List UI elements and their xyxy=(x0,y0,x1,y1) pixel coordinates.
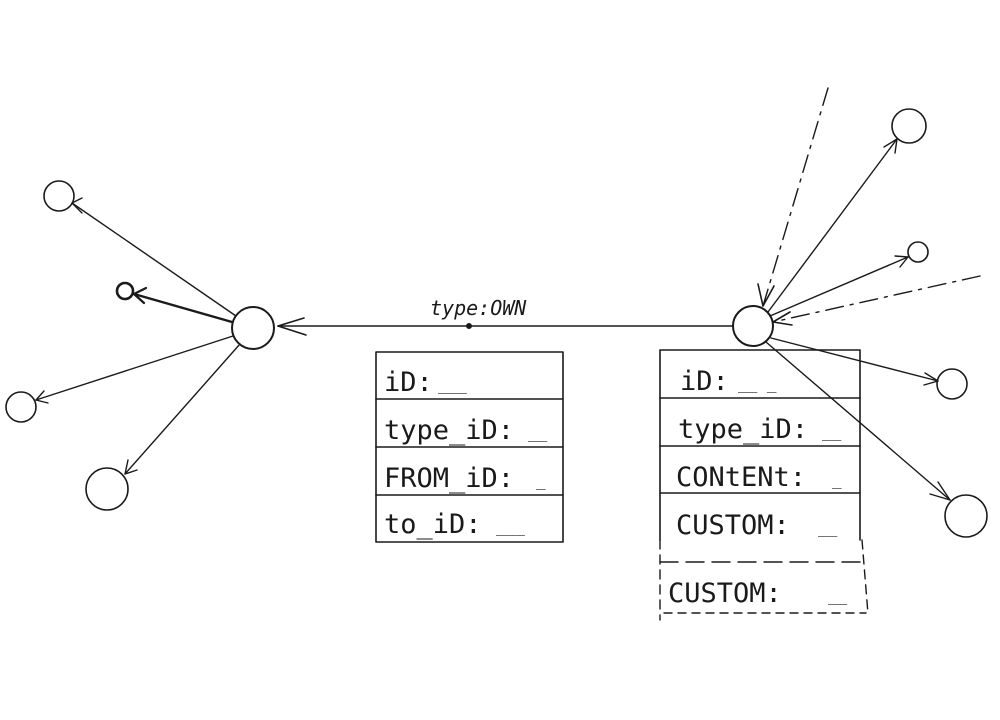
left-edge-to-bottom-arrowhead xyxy=(124,459,138,475)
left-edge-to-top xyxy=(71,202,237,317)
left-hub-node xyxy=(231,306,275,350)
link-table-row-placeholder: ___ xyxy=(496,517,525,536)
right-satellite-node-top xyxy=(891,108,927,144)
right-hub-node xyxy=(732,305,774,347)
link-table-row-key: iD: xyxy=(384,367,433,398)
link-table-row-placeholder: _ xyxy=(536,471,546,490)
left-satellite-node-top xyxy=(43,180,75,212)
right-incoming-dashed-edge-right xyxy=(772,275,981,323)
node-table-row-key: CUSTOM: xyxy=(676,510,790,541)
node-properties-table: iD: __ _ type_iD: __ CONtENt: _ CUSTOM: … xyxy=(659,349,869,621)
right-incoming-dashed-edge-top xyxy=(762,87,829,307)
node-table-row-placeholder: _ xyxy=(832,470,842,489)
left-edge-to-left xyxy=(35,335,234,401)
left-edge-to-left-arrowhead xyxy=(35,390,49,404)
left-edge-to-upper-arrowhead xyxy=(132,286,148,305)
right-edge-to-small xyxy=(769,256,909,317)
node-table-row-placeholder: __ xyxy=(822,422,842,441)
node-table-frame xyxy=(659,349,861,541)
link-table-row-key: FROM_iD: xyxy=(384,463,514,494)
own-edge-label: type:OWN xyxy=(430,296,527,320)
node-table-dashed-extension xyxy=(659,539,869,621)
link-properties-table: iD: ___ type_iD: __ FROM_iD: _ to_iD: __… xyxy=(375,351,564,543)
own-edge-arrowhead xyxy=(277,317,307,336)
node-table-extra-row-key: CUSTOM: xyxy=(668,578,782,609)
node-table-row-key: CONtENt: xyxy=(676,462,806,493)
right-edge-to-middle xyxy=(770,337,939,382)
right-incoming-dashed-edge-right-arrowhead xyxy=(772,311,793,326)
left-edge-to-upper xyxy=(132,292,234,324)
link-table-row-placeholder: __ xyxy=(528,423,548,442)
left-satellite-node-left xyxy=(5,391,37,423)
node-table-extra-row-placeholder: __ xyxy=(828,586,848,605)
node-table-row-key: type_iD: xyxy=(678,414,808,445)
left-edge-to-top-arrowhead xyxy=(71,197,83,214)
node-table-row-key: iD: xyxy=(680,366,729,397)
right-satellite-node-middle xyxy=(936,368,968,400)
left-satellite-node-bottom xyxy=(85,467,129,511)
right-edge-to-top xyxy=(767,138,898,313)
right-edge-to-small-arrowhead xyxy=(894,255,909,268)
right-edge-to-middle-arrowhead xyxy=(923,372,939,386)
right-edge-to-top-arrowhead xyxy=(883,138,898,154)
node-table-row-placeholder: __ xyxy=(818,518,838,537)
link-table-row-key: type_iD: xyxy=(384,415,514,446)
link-table-row-key: to_iD: xyxy=(384,509,482,540)
own-edge-midpoint-dot xyxy=(466,323,472,329)
node-table-row-placeholder: __ _ xyxy=(738,374,777,393)
left-edge-to-bottom xyxy=(124,343,241,475)
link-table-row-placeholder: ___ xyxy=(438,375,467,394)
right-edge-to-bottom xyxy=(765,341,951,501)
left-satellite-node-upper xyxy=(115,281,135,301)
right-incoming-dashed-edge-top-arrowhead xyxy=(757,283,775,307)
right-satellite-node-bottom xyxy=(944,494,988,538)
right-edge-to-bottom-arrowhead xyxy=(929,481,951,501)
right-satellite-node-small xyxy=(907,241,929,263)
